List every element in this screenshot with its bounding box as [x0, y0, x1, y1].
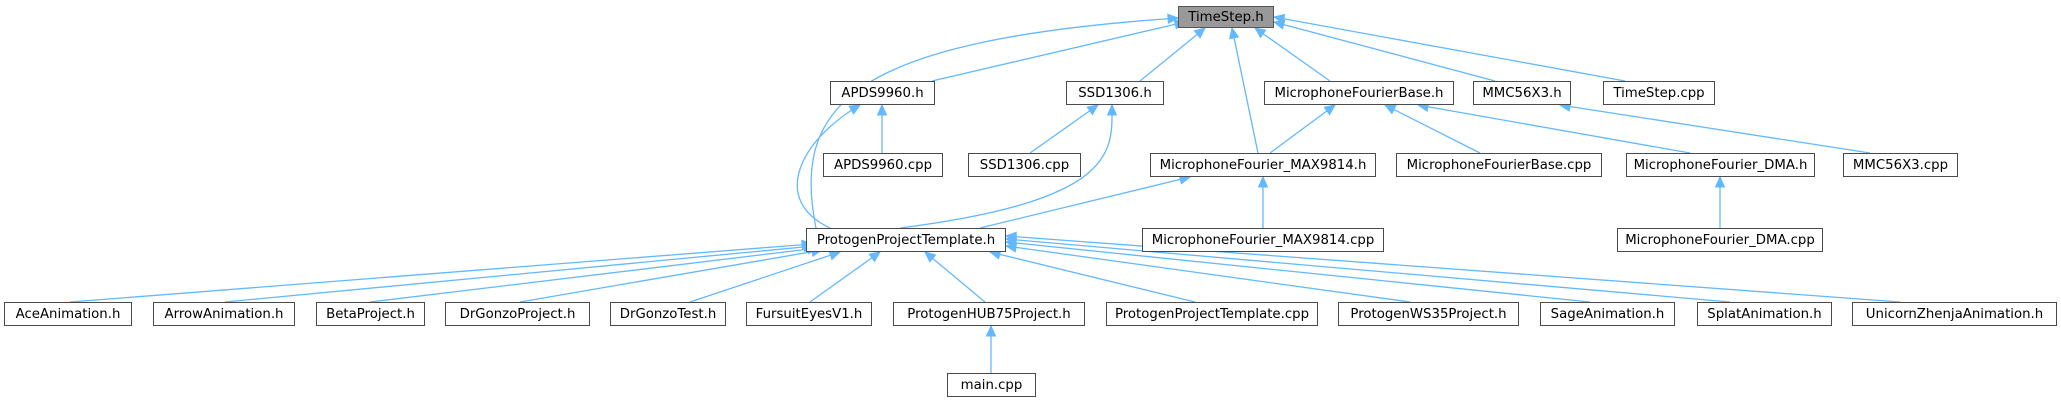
edge-arrowhead: [1714, 175, 1726, 188]
edge-micfourier_max9814_h-to-timestep_h: [1228, 26, 1259, 154]
edge-line: [1005, 245, 1411, 303]
edge-arrowhead: [924, 251, 937, 263]
edge-arrowhead: [985, 324, 997, 337]
edge-line: [1005, 241, 1591, 303]
edge-line: [1254, 27, 1331, 82]
edge-arrowhead: [1272, 13, 1286, 25]
edge-line: [899, 104, 1113, 229]
node-microphonefourierbase-h[interactable]: MicrophoneFourierBase.h: [1264, 81, 1454, 105]
edge-line: [519, 249, 823, 303]
edge-protogenprojecttemplate_h-to-apds9960_h: [796, 104, 862, 229]
edge-line: [924, 251, 986, 303]
node-protogenprojecttemplate-cpp[interactable]: ProtogenProjectTemplate.cpp: [1106, 302, 1318, 326]
edge-protogenhub75project_h-to-protogenprojecttemplate_h: [924, 251, 986, 303]
edge-ssd1306_cpp-to-ssd1306_h: [1029, 104, 1099, 154]
node-arrowanimation-h[interactable]: ArrowAnimation.h: [153, 302, 295, 326]
edge-line: [1384, 104, 1481, 154]
edge-line: [1269, 104, 1336, 154]
node-betaproject-h[interactable]: BetaProject.h: [316, 302, 425, 326]
node-splatanimation-h[interactable]: SplatAnimation.h: [1697, 302, 1832, 326]
edge-main_cpp-to-protogenhub75project_h: [985, 324, 997, 373]
edge-arrowhead: [1167, 13, 1180, 24]
node-mmc56x3-h[interactable]: MMC56X3.h: [1473, 81, 1571, 105]
edge-line: [1231, 27, 1259, 154]
edge-arrowhead: [848, 104, 862, 115]
node-aceanimation-h[interactable]: AceAnimation.h: [4, 302, 132, 326]
node-protogenws35project-h[interactable]: ProtogenWS35Project.h: [1338, 302, 1519, 326]
node-apds9960-cpp[interactable]: APDS9960.cpp: [823, 153, 943, 177]
edge-arrowhead: [1323, 104, 1336, 116]
node-sageanimation-h[interactable]: SageAnimation.h: [1540, 302, 1675, 326]
node-apds9960-h[interactable]: APDS9960.h: [830, 81, 935, 105]
edge-micfourierbase_cpp-to-micfourierbase_h: [1383, 104, 1481, 154]
node-drgonzoproject-h[interactable]: DrGonzoProject.h: [445, 302, 590, 326]
edge-micfourier_max9814_h-to-micfourierbase_h: [1269, 104, 1336, 154]
edge-micfourier_dma_cpp-to-micfourier_dma_h: [1714, 175, 1726, 228]
node-microphonefourierbase-cpp[interactable]: MicrophoneFourierBase.cpp: [1396, 153, 1602, 177]
node-unicornzhenjaanimation-h[interactable]: UnicornZhenjaAnimation.h: [1852, 302, 2057, 326]
edge-line: [1029, 104, 1099, 154]
edge-arrowhead: [868, 251, 881, 263]
edge-timestep_cpp-to-timestep_h: [1272, 13, 1626, 82]
edge-arrowhead: [1106, 103, 1118, 116]
node-microphonefourier-max9814-h[interactable]: MicrophoneFourier_MAX9814.h: [1150, 153, 1376, 177]
node-protogenprojecttemplate-h[interactable]: ProtogenProjectTemplate.h: [806, 228, 1006, 252]
edge-line: [369, 247, 819, 303]
edge-arrowhead: [1254, 27, 1267, 39]
edge-drgonzotest_h-to-protogenprojecttemplate_h: [689, 250, 842, 303]
edge-arrowhead: [1228, 26, 1240, 40]
node-fursuiteyesv1-h[interactable]: FursuitEyesV1.h: [746, 302, 872, 326]
edge-line: [809, 251, 881, 303]
node-timestep-h: TimeStep.h: [1178, 6, 1274, 28]
node-ssd1306-cpp[interactable]: SSD1306.cpp: [968, 153, 1081, 177]
node-microphonefourier-max9814-cpp[interactable]: MicrophoneFourier_MAX9814.cpp: [1142, 228, 1384, 252]
edge-arrowhead: [1257, 175, 1269, 188]
edge-apds9960_cpp-to-apds9960_h: [876, 103, 888, 153]
node-drgonzotest-h[interactable]: DrGonzoTest.h: [610, 302, 726, 326]
edge-line: [1005, 238, 1731, 303]
edge-ssd1306_h-to-timestep_h: [1139, 27, 1206, 82]
edge-mmc56x3_cpp-to-mmc56x3_h: [1558, 101, 1871, 154]
edge-arrowhead: [1383, 104, 1397, 115]
edge-line: [1417, 104, 1691, 154]
edge-fursuiteyesv1_h-to-protogenprojecttemplate_h: [809, 251, 881, 303]
edge-protogenprojecttemplate_h-to-ssd1306_h: [899, 103, 1118, 229]
edge-protogenprojecttemplate_h-to-timestep_h: [810, 13, 1180, 229]
node-main-cpp[interactable]: main.cpp: [947, 373, 1036, 397]
edge-line: [979, 176, 1191, 229]
node-protogenhub75project-h[interactable]: ProtogenHUB75Project.h: [893, 302, 1085, 326]
edge-micfourier_dma_h-to-micfourierbase_h: [1416, 101, 1691, 154]
edge-micfourierbase_h-to-timestep_h: [1254, 27, 1331, 82]
edge-line: [69, 243, 813, 303]
edge-line: [224, 245, 815, 303]
edge-arrowhead: [1004, 231, 1017, 243]
node-microphonefourier-dma-cpp[interactable]: MicrophoneFourier_DMA.cpp: [1617, 228, 1823, 252]
edge-line: [1139, 27, 1206, 82]
node-mmc56x3-cpp[interactable]: MMC56X3.cpp: [1843, 153, 1958, 177]
edge-micfourier_max9814_cpp-to-micfourier_max9814_h: [1257, 175, 1269, 228]
edge-arrowhead: [828, 250, 842, 261]
edge-line: [989, 251, 1196, 303]
edge-line: [931, 21, 1186, 82]
edge-line: [1273, 16, 1626, 82]
edge-line: [810, 17, 1179, 229]
edge-line: [1559, 104, 1871, 154]
edge-line: [1273, 21, 1496, 82]
edge-arrowhead: [1086, 104, 1099, 116]
edge-arrowhead: [1193, 27, 1206, 39]
node-microphonefourier-dma-h[interactable]: MicrophoneFourier_DMA.h: [1626, 153, 1815, 177]
edge-protogenprojecttemplate_h-to-micfourier_max9814_h: [979, 174, 1192, 229]
node-timestep-cpp[interactable]: TimeStep.cpp: [1603, 81, 1715, 105]
edge-arrowhead: [876, 103, 888, 116]
edge-line: [689, 251, 841, 303]
edge-line: [796, 104, 861, 229]
node-ssd1306-h[interactable]: SSD1306.h: [1066, 81, 1164, 105]
